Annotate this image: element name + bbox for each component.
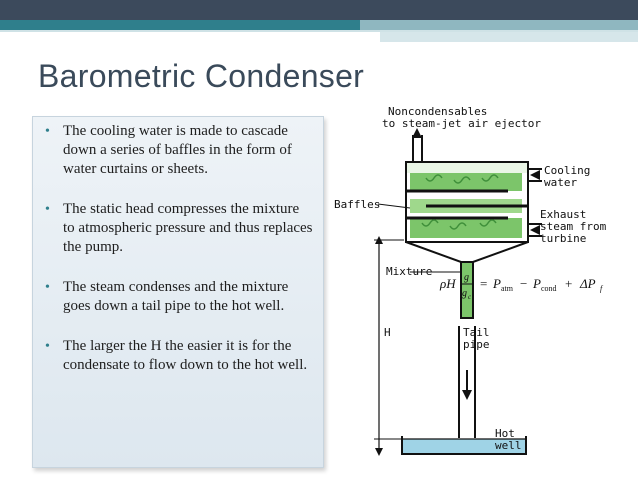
bullet-dot-icon: • xyxy=(45,339,50,354)
tail-pipe-upper xyxy=(460,261,474,319)
label-well: well xyxy=(495,439,522,452)
eq-p-cond: P xyxy=(532,276,541,291)
label-noncondensables: Noncondensables xyxy=(388,105,487,118)
hot-well-water xyxy=(403,439,525,453)
label-turbine: turbine xyxy=(540,232,586,245)
condenser-diagram-svg: Noncondensables to steam-jet air ejector… xyxy=(334,105,607,456)
label-exhaust: Exhaust xyxy=(540,208,586,221)
bullet-item: • The static head compresses the mixture … xyxy=(43,200,313,257)
bullet-text: The larger the H the easier it is for th… xyxy=(63,338,308,373)
pressure-equation: ρH g g c = P atm − P cond + ΔP f xyxy=(439,272,604,301)
label-pipe: pipe xyxy=(463,338,490,351)
label-air-ejector: to steam-jet air ejector xyxy=(382,117,541,130)
eq-p-atm: P xyxy=(492,276,501,291)
bullet-text-box: • The cooling water is made to cascade do… xyxy=(32,116,324,468)
label-steam-from: steam from xyxy=(540,220,607,233)
eq-frac-den: g xyxy=(462,288,467,299)
bullet-text: The static head compresses the mixture t… xyxy=(63,201,313,255)
bullet-dot-icon: • xyxy=(45,202,50,217)
exhaust-arrow-icon xyxy=(530,225,540,235)
header-divider xyxy=(0,30,638,32)
eq-delta-sub: f xyxy=(600,284,604,293)
bullet-dot-icon: • xyxy=(45,124,50,139)
bullet-text: The cooling water is made to cascade dow… xyxy=(63,123,292,177)
bullet-list: • The cooling water is made to cascade do… xyxy=(43,122,313,375)
label-tail: Tail xyxy=(463,326,490,339)
bullet-text: The steam condenses and the mixture goes… xyxy=(63,279,289,314)
header-stripe-pale xyxy=(380,30,638,42)
water-curtain-bottom xyxy=(410,218,522,238)
label-mixture: Mixture xyxy=(386,265,432,278)
hot-well-tank xyxy=(401,436,527,455)
header-stripe-light xyxy=(360,20,638,30)
flow-down-arrow-icon xyxy=(462,390,472,400)
eq-delta-p: ΔP xyxy=(579,276,596,291)
cooling-arrow-icon xyxy=(530,170,540,180)
water-droplets-icon xyxy=(421,219,497,230)
h-arrow-down-icon xyxy=(375,448,383,456)
bullet-item: • The larger the H the easier it is for t… xyxy=(43,337,313,375)
eq-minus: − xyxy=(520,276,527,291)
condenser-cone xyxy=(405,241,529,263)
eq-atm-sub: atm xyxy=(501,284,514,293)
eq-frac-den-sub: c xyxy=(468,293,472,301)
condenser-diagram: Noncondensables to steam-jet air ejector… xyxy=(330,100,638,478)
label-cooling: Cooling xyxy=(544,164,590,177)
header-bar xyxy=(0,0,638,20)
water-curtain-top xyxy=(410,173,522,191)
bullet-item: • The steam condenses and the mixture goe… xyxy=(43,278,313,316)
label-h: H xyxy=(384,326,391,339)
label-water: water xyxy=(544,176,577,189)
shell-top-band xyxy=(407,163,527,173)
eq-equals: = xyxy=(480,276,487,291)
label-hot: Hot xyxy=(495,427,515,440)
eq-rho-h: ρH xyxy=(439,276,456,291)
vent-arrow-icon xyxy=(412,128,422,138)
slide-title: Barometric Condenser xyxy=(38,58,365,94)
water-droplets-icon xyxy=(425,174,499,184)
eq-frac-num: g xyxy=(464,272,469,283)
bullet-item: • The cooling water is made to cascade do… xyxy=(43,122,313,179)
eq-cond-sub: cond xyxy=(541,284,557,293)
bullet-dot-icon: • xyxy=(45,280,50,295)
eq-plus: + xyxy=(565,276,572,291)
baffles-leader xyxy=(377,203,411,209)
label-baffles: Baffles xyxy=(334,198,380,211)
header-stripe xyxy=(0,20,638,30)
